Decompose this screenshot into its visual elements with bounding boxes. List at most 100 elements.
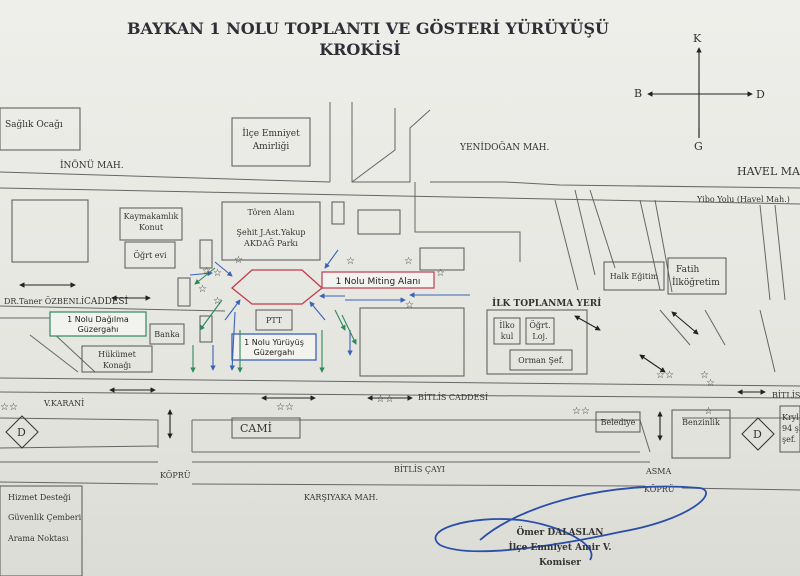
building-fatih (667, 257, 727, 295)
label-bitlis-cayi: BİTLİS ÇAYI (394, 465, 445, 474)
building-banka (149, 323, 185, 345)
compass-west: B (634, 87, 642, 100)
building-belediye (595, 411, 641, 433)
building-left-block (11, 199, 89, 263)
label-dagilma-2: Güzergahı (78, 325, 119, 334)
svg-text:☆: ☆ (700, 370, 709, 381)
svg-text:☆: ☆ (706, 378, 715, 389)
map-title-line1: BAYKAN 1 NOLU TOPLANTI VE GÖSTERİ YÜRÜYÜ… (127, 18, 609, 38)
label-cami: CAMİ (240, 421, 272, 435)
label-orman-sef: Orman Şef. (518, 356, 564, 365)
label-dr-taner: DR.Taner ÖZBENLİ (4, 297, 84, 306)
signature-name: Ömer DALASLAN (516, 525, 603, 538)
building-halk-egitim (603, 261, 665, 291)
label-hukumet-2: Konağı (103, 361, 132, 370)
building-cami (231, 417, 301, 439)
building-orman-sef (509, 349, 573, 371)
label-dr-taner-caddesi: CADDESİ (84, 295, 129, 307)
yuruyus-label-box (231, 333, 317, 361)
building-small-6 (199, 315, 213, 343)
label-fatih-1: Fatih (676, 265, 699, 275)
label-yibo-yolu: Yibo Yolu (Havel Mah.) (696, 195, 790, 204)
building-ogrt-loj (525, 317, 555, 345)
building-small-2 (357, 209, 401, 235)
building-ptt (255, 309, 293, 331)
label-kryl-1: Kryl (782, 413, 799, 422)
building-ogrt-evi (124, 241, 176, 269)
svg-text:☆☆: ☆☆ (572, 406, 590, 417)
march-route-arrows (189, 249, 470, 371)
building-ilkokul (493, 317, 521, 345)
label-havel-mah: HAVEL MAH. (737, 165, 800, 178)
building-ilk-toplanma-block (486, 309, 588, 375)
label-sehit-2: AKDAĞ Parkı (243, 239, 298, 248)
label-bitlis-caddesi: BİTLİS CADDESİ (418, 393, 488, 402)
svg-text:☆☆: ☆☆ (656, 370, 674, 381)
legend-item-0: Hizmet Desteği (8, 493, 71, 502)
building-mid-block (359, 307, 465, 377)
building-small-4 (199, 239, 213, 269)
label-fatih-2: İlköğretim (672, 276, 720, 288)
d-marker-right: D (741, 417, 775, 451)
label-kryl-2: 94 şb (782, 424, 800, 433)
label-karsiyaka-mah: KARŞIYAKA MAH. (304, 493, 378, 502)
legend-item-2: Arama Noktası (7, 534, 69, 543)
label-kopru-left: KÖPRÜ (160, 471, 191, 480)
svg-text:☆: ☆ (404, 256, 413, 267)
label-banka: Banka (154, 330, 180, 339)
svg-text:D: D (17, 426, 26, 439)
building-small-1 (331, 201, 345, 225)
label-miting-alani: 1 Nolu Miting Alanı (336, 277, 421, 287)
traffic-arrows (19, 282, 766, 441)
label-emniyet-1: İlçe Emniyet (242, 127, 300, 139)
label-belediye: Belediye (601, 418, 636, 427)
svg-text:☆☆: ☆☆ (0, 402, 18, 413)
label-hukumet-1: Hükümet (98, 350, 136, 359)
svg-text:☆☆: ☆☆ (376, 394, 394, 405)
building-hukumet-konagi (81, 345, 153, 373)
label-kaymakam-2: Konut (139, 223, 164, 232)
signature-scribble (434, 485, 707, 561)
label-ptt: PTT (266, 316, 283, 325)
label-ilko-2: kul (501, 332, 514, 341)
label-inonu-mah: İNÖNÜ MAH. (60, 159, 124, 171)
label-dagilma-1: 1 Nolu Dağılma (67, 315, 129, 324)
label-yenidogan-mah: YENİDOĞAN MAH. (459, 141, 550, 153)
svg-text:D: D (753, 428, 762, 441)
label-ogrt-1: Öğrt. (529, 321, 550, 330)
label-kaymakam-1: Kaymakamlık (124, 212, 179, 221)
signature-role: Komiser (539, 558, 581, 568)
label-bitlis-right: BİTLİS (772, 391, 800, 400)
legend-box: Hizmet Desteği Güvenlik Çemberi Arama No… (0, 485, 83, 576)
svg-text:☆: ☆ (213, 296, 222, 307)
signature-title: İlçe Emniyet Amir V. (509, 540, 612, 553)
label-ogrt-evi: Öğrt evi (133, 251, 167, 260)
svg-text:☆: ☆ (405, 300, 414, 311)
miting-alani-label-box (321, 271, 435, 289)
svg-text:☆: ☆ (346, 256, 355, 267)
road-lines-top (0, 102, 800, 262)
svg-text:☆: ☆ (213, 268, 222, 279)
building-benzinlik (671, 409, 731, 459)
building-emniyet-amirligi (231, 117, 311, 167)
label-yuruyus-1: 1 Nolu Yürüyüş (244, 338, 304, 347)
road-lines-lower (0, 417, 800, 491)
compass-north: K (693, 32, 702, 45)
building-small-5 (177, 277, 191, 307)
label-sehit-1: Şehit J.Ast.Yakup (236, 228, 305, 237)
compass-rose: K G B D (634, 32, 765, 153)
label-vkarani: V.KARANİ (43, 399, 84, 408)
label-kryl-3: şef. (782, 435, 796, 444)
security-star-markers: ☆ ☆ ☆ ☆ ☆ ☆ ☆ ☆ ☆ ☆☆ ☆☆ ☆☆ ☆☆ ☆ ☆ ☆ ☆☆ (0, 255, 715, 417)
label-benzinlik: Benzinlik (682, 418, 720, 427)
svg-text:☆: ☆ (234, 255, 243, 266)
svg-text:☆: ☆ (202, 266, 211, 277)
d-marker-left: D (5, 415, 39, 449)
road-lines-right (554, 189, 786, 373)
compass-east: D (756, 88, 765, 101)
building-toren-alani (221, 201, 321, 261)
label-halk-egitim: Halk Eğitim (610, 272, 659, 281)
svg-text:☆: ☆ (436, 268, 445, 279)
legend-item-1: Güvenlik Çemberi (8, 513, 82, 522)
